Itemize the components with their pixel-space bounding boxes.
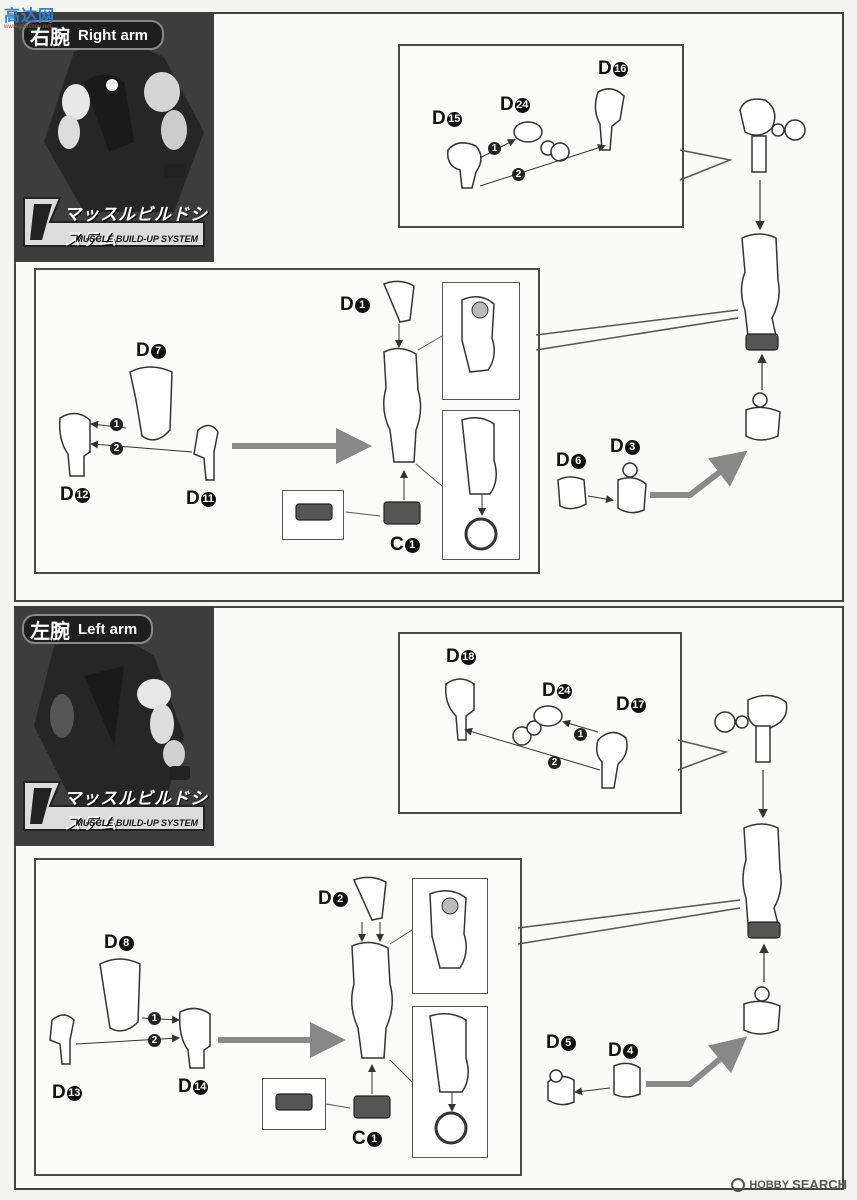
left-arm-title: 左腕 Left arm bbox=[22, 614, 153, 644]
label-d8-letter: D bbox=[104, 932, 118, 954]
label-c1-left-letter: C bbox=[352, 1128, 366, 1150]
left-arm-title-en: Left arm bbox=[78, 621, 137, 638]
left-arm-title-jp: 左腕 bbox=[30, 615, 70, 644]
label-d11-letter: D bbox=[186, 488, 200, 510]
label-d1-num: 1 bbox=[355, 298, 370, 313]
site-watermark-main: 高达网 bbox=[4, 2, 55, 26]
label-d14-num: 14 bbox=[193, 1080, 208, 1095]
label-d15-letter: D bbox=[432, 108, 446, 130]
left-top-step-2: 2 bbox=[548, 756, 561, 769]
label-d24-num: 24 bbox=[515, 98, 530, 113]
label-d15-num: 15 bbox=[447, 112, 462, 127]
left-detail-box-bottom bbox=[412, 1006, 488, 1158]
label-d18-num: 18 bbox=[461, 650, 476, 665]
label-d3-letter: D bbox=[610, 436, 624, 458]
label-d13-letter: D bbox=[52, 1082, 66, 1104]
label-d18-letter: D bbox=[446, 646, 460, 668]
label-d5-num: 5 bbox=[561, 1036, 576, 1051]
label-d24-left-letter: D bbox=[542, 680, 556, 702]
right-top-step-2: 2 bbox=[512, 168, 525, 181]
logo-en-text-left: MUSCLE BUILD-UP SYSTEM bbox=[75, 818, 198, 828]
label-d2-letter: D bbox=[318, 888, 332, 910]
label-d6-letter: D bbox=[556, 450, 570, 472]
logo-en-text: MUSCLE BUILD-UP SYSTEM bbox=[75, 234, 198, 244]
label-d11-num: 11 bbox=[201, 492, 216, 507]
label-d17-letter: D bbox=[616, 694, 630, 716]
site-watermark-sub: www.gaoshou.net bbox=[4, 24, 51, 30]
label-d1-letter: D bbox=[340, 294, 354, 316]
label-d6-num: 6 bbox=[571, 454, 586, 469]
hobbysearch-logo-icon bbox=[731, 1178, 745, 1192]
label-d2-num: 2 bbox=[333, 892, 348, 907]
site-watermark: 高达网 www.gaoshou.net bbox=[4, 2, 55, 30]
left-arm-header-panel: 左腕 Left arm マッスルビルドシステム MUSCLE BUILD-UP … bbox=[14, 606, 214, 846]
left-detail-box-top bbox=[412, 878, 488, 994]
muscle-build-logo-left: マッスルビルドシステム MUSCLE BUILD-UP SYSTEM bbox=[20, 778, 208, 834]
left-shoulder-assembly-box bbox=[398, 632, 682, 814]
label-c1-left-num: 1 bbox=[367, 1132, 382, 1147]
right-ring-detail-box bbox=[282, 490, 344, 540]
right-bottom-step-2: 2 bbox=[110, 442, 123, 455]
label-d16-num: 16 bbox=[613, 62, 628, 77]
label-d4-letter: D bbox=[608, 1040, 622, 1062]
label-d7-letter: D bbox=[136, 340, 150, 362]
right-detail-box-bottom bbox=[442, 410, 520, 560]
left-top-step-1: 1 bbox=[574, 728, 587, 741]
right-arm-title-en: Right arm bbox=[78, 27, 148, 44]
label-d17-num: 17 bbox=[631, 698, 646, 713]
right-top-step-1: 1 bbox=[488, 142, 501, 155]
muscle-build-logo: マッスルビルドシステム MUSCLE BUILD-UP SYSTEM bbox=[20, 194, 208, 250]
label-d7-num: 7 bbox=[151, 344, 166, 359]
label-d24-left-num: 24 bbox=[557, 684, 572, 699]
label-d12-letter: D bbox=[60, 484, 74, 506]
label-d12-num: 12 bbox=[75, 488, 90, 503]
hobbysearch-brand-a: HOBBY bbox=[749, 1179, 789, 1191]
right-bottom-step-1: 1 bbox=[110, 418, 123, 431]
left-bottom-step-1: 1 bbox=[148, 1012, 161, 1025]
label-d13-num: 13 bbox=[67, 1086, 82, 1101]
label-c1-letter: C bbox=[390, 534, 404, 556]
label-d3-num: 3 bbox=[625, 440, 640, 455]
left-ring-detail-box bbox=[262, 1078, 326, 1130]
label-d16-letter: D bbox=[598, 58, 612, 80]
right-detail-box-top bbox=[442, 282, 520, 400]
hobbysearch-brand-b: SEARCH bbox=[792, 1177, 847, 1192]
label-d4-num: 4 bbox=[623, 1044, 638, 1059]
label-d8-num: 8 bbox=[119, 936, 134, 951]
right-arm-header-panel: 右腕 Right arm マッスルビルドシステム MUSCLE BUILD-UP… bbox=[14, 12, 214, 262]
label-d5-letter: D bbox=[546, 1032, 560, 1054]
label-d24-letter: D bbox=[500, 94, 514, 116]
label-d14-letter: D bbox=[178, 1076, 192, 1098]
label-c1-num: 1 bbox=[405, 538, 420, 553]
hobbysearch-watermark: HOBBY SEARCH bbox=[731, 1177, 847, 1192]
left-bottom-step-2: 2 bbox=[148, 1034, 161, 1047]
right-shoulder-assembly-box bbox=[398, 44, 684, 228]
